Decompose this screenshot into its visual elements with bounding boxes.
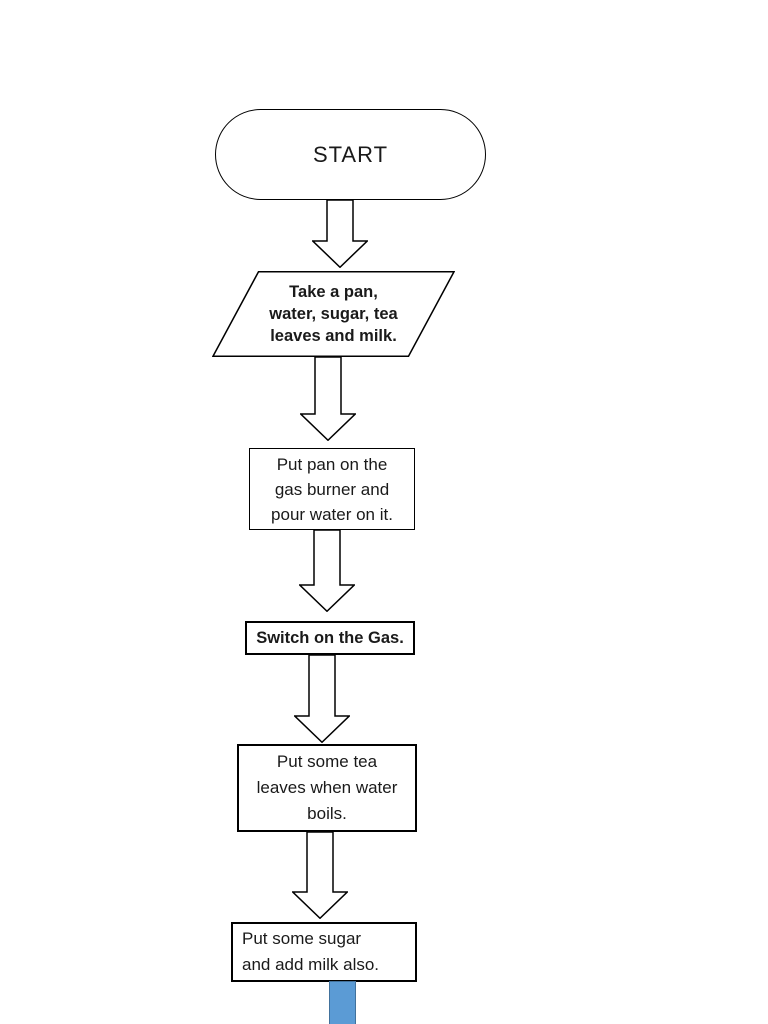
node-add-tea-leaves: Put some tea leaves when water boils.	[237, 744, 417, 832]
node-pan-on-burner-label: Put pan on the gas burner and pour water…	[271, 454, 393, 524]
blue-connector-shaft	[329, 981, 356, 1024]
node-take-ingredients-label: Take a pan, water, sugar, tea leaves and…	[269, 283, 398, 345]
node-take-ingredients: Take a pan, water, sugar, tea leaves and…	[212, 271, 455, 357]
down-arrow-icon	[292, 832, 348, 919]
down-arrow-icon	[300, 357, 356, 441]
parallelogram-shape	[212, 271, 455, 357]
node-switch-on-gas-label: Switch on the Gas.	[256, 629, 404, 647]
down-arrow-icon	[312, 200, 368, 268]
down-arrow-icon	[299, 530, 355, 612]
node-start-label: START	[312, 142, 389, 167]
node-switch-on-gas: Switch on the Gas.	[245, 621, 415, 655]
node-pan-on-burner: Put pan on the gas burner and pour water…	[249, 448, 415, 530]
node-start: START	[215, 109, 486, 200]
node-add-sugar-milk: Put some sugar and add milk also.	[231, 922, 417, 982]
node-add-sugar-milk-label: Put some sugar and add milk also.	[242, 929, 380, 974]
node-add-tea-leaves-label: Put some tea leaves when water boils.	[256, 752, 398, 823]
down-arrow-icon	[294, 655, 350, 743]
